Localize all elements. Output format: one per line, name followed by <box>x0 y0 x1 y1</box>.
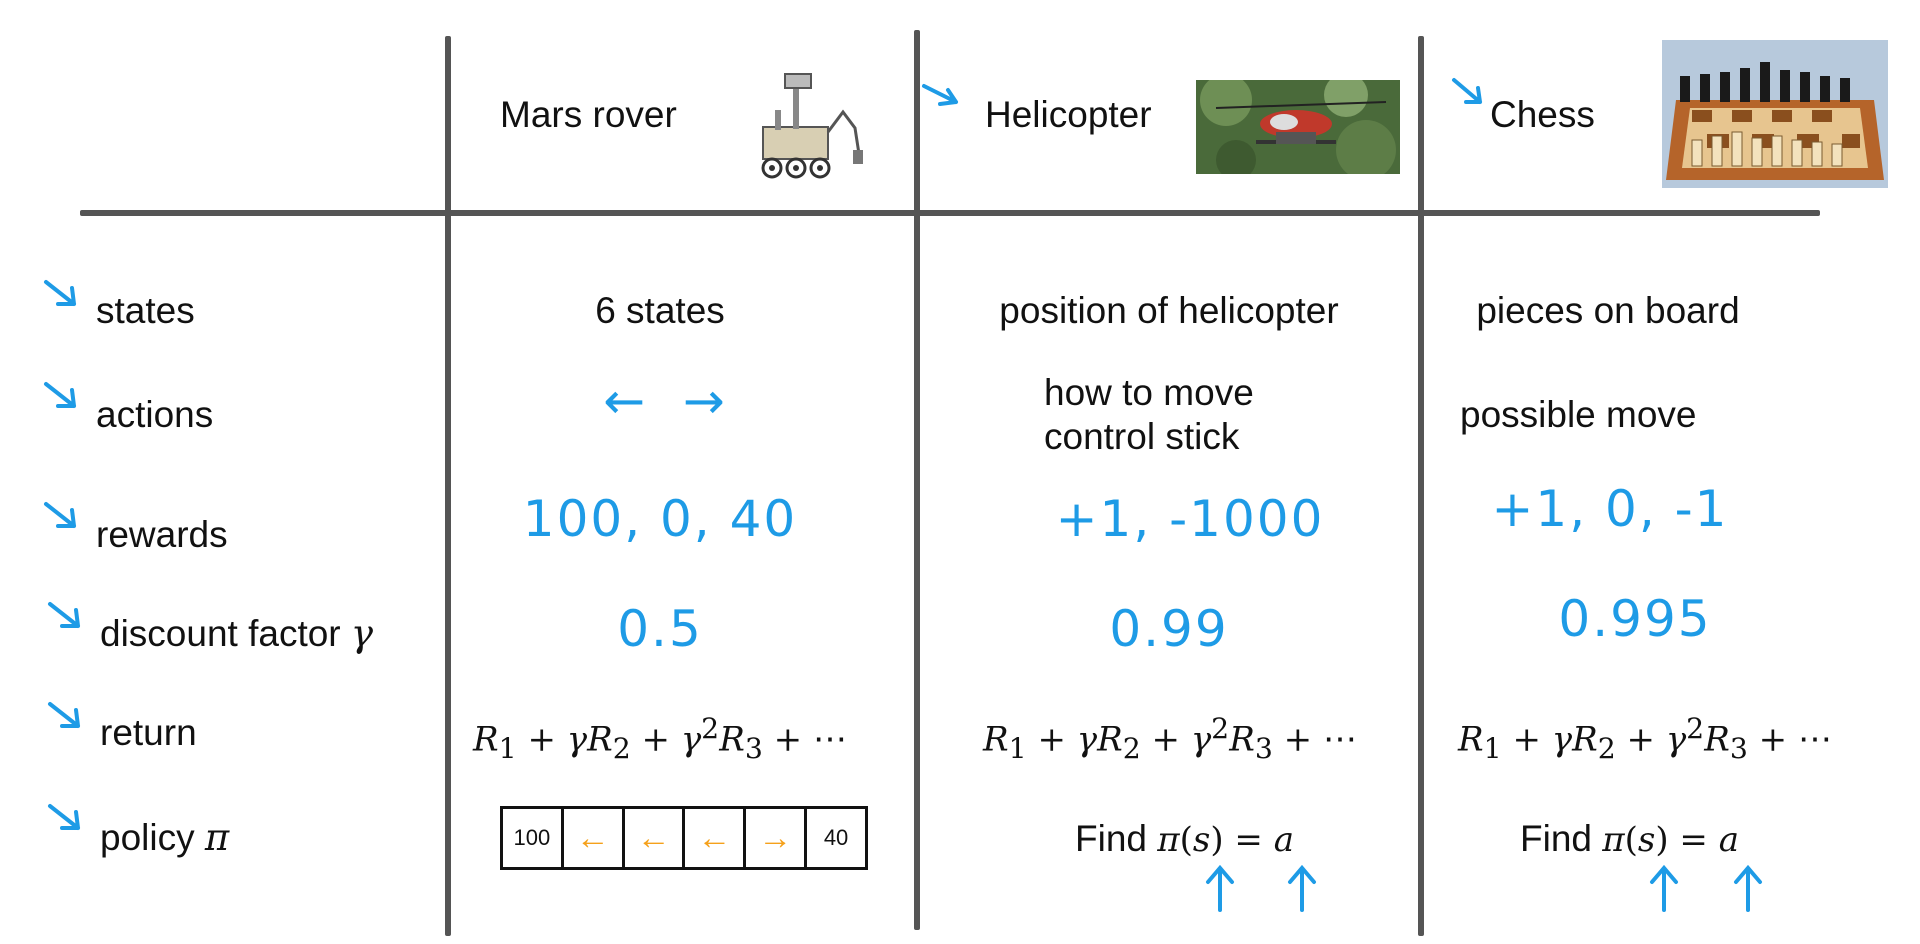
up-arrow-icon <box>1650 864 1678 912</box>
heli-return: R1 + γR2 + γ2R3 + ⋯ <box>983 712 1357 766</box>
chess-states: pieces on board <box>1476 290 1740 331</box>
mars-policy-grid: 100 ← ← ← → 40 <box>500 806 868 870</box>
heli-states: position of helicopter <box>999 290 1339 331</box>
grid-cell-reward: 100 <box>503 809 564 867</box>
right-arrow-icon: → <box>682 372 727 430</box>
mars-rover-image <box>761 73 863 179</box>
column-divider-3 <box>1418 36 1424 936</box>
chess-board-image <box>1662 40 1888 188</box>
header-helicopter: Helicopter <box>985 94 1152 135</box>
chess-rewards: +1, 0, -1 <box>1491 480 1729 538</box>
heli-discount: 0.99 <box>1109 600 1229 658</box>
up-arrow-icon <box>1206 864 1234 912</box>
row-label-rewards: rewards <box>96 514 228 555</box>
row-label-actions: actions <box>96 394 214 435</box>
mars-actions: ← → <box>520 372 810 430</box>
helicopter-image <box>1196 80 1400 174</box>
mars-rewards: 100, 0, 40 <box>522 490 798 548</box>
heli-rewards: +1, -1000 <box>1055 490 1325 548</box>
grid-cell-right-arrow: → <box>746 809 808 867</box>
row-pointer-icon <box>44 280 76 306</box>
up-arrow-icon <box>1288 864 1316 912</box>
grid-cell-left-arrow: ← <box>685 809 747 867</box>
heli-actions-line2: control stick <box>1044 416 1240 457</box>
row-pointer-icon <box>44 382 76 408</box>
policy-label-text: policy <box>100 817 195 858</box>
heli-policy: Find π(s) = a <box>1075 818 1294 860</box>
header-chess: Chess <box>1490 94 1595 135</box>
chess-return: R1 + γR2 + γ2R3 + ⋯ <box>1458 712 1832 766</box>
chess-policy-formula: π(s) = a <box>1602 820 1739 860</box>
row-label-return: return <box>100 712 197 753</box>
row-pointer-icon <box>48 602 80 628</box>
header-divider <box>80 210 1820 216</box>
pointer-arrow-icon <box>1452 78 1482 104</box>
grid-cell-left-arrow: ← <box>564 809 625 867</box>
discount-label-text: discount factor <box>100 613 341 654</box>
left-arrow-icon: ← <box>603 372 648 430</box>
pointer-arrow-icon <box>922 84 958 106</box>
heli-policy-prefix: Find <box>1075 818 1147 859</box>
grid-cell-left-arrow: ← <box>625 809 686 867</box>
gamma-symbol: γ <box>350 612 374 655</box>
row-pointer-icon <box>48 702 80 728</box>
row-pointer-icon <box>48 804 80 830</box>
chess-actions: possible move <box>1460 394 1697 435</box>
mars-return: R1 + γR2 + γ2R3 + ⋯ <box>473 712 847 766</box>
row-pointer-icon <box>44 502 76 528</box>
chess-policy-prefix: Find <box>1520 818 1592 859</box>
mars-states: 6 states <box>595 290 725 331</box>
header-mars-rover: Mars rover <box>500 94 677 135</box>
grid-cell-reward: 40 <box>823 825 849 850</box>
row-label-policy: policy π <box>100 816 229 859</box>
heli-actions-line1: how to move <box>1044 372 1254 413</box>
pi-symbol: π <box>204 816 230 859</box>
heli-policy-formula: π(s) = a <box>1157 820 1294 860</box>
column-divider-1 <box>445 36 451 936</box>
chess-discount: 0.995 <box>1558 590 1712 648</box>
up-arrow-icon <box>1734 864 1762 912</box>
chess-policy: Find π(s) = a <box>1520 818 1739 860</box>
column-divider-2 <box>914 30 920 930</box>
row-label-states: states <box>96 290 195 331</box>
mars-discount: 0.5 <box>617 600 703 658</box>
row-label-discount: discount factor γ <box>100 612 373 655</box>
